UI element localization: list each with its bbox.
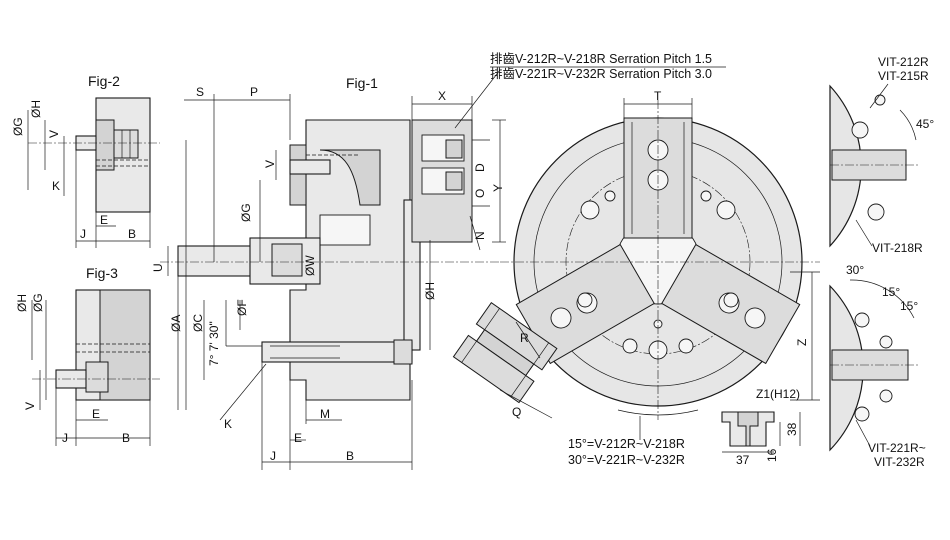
jaw-detail-lower [452,334,535,404]
svg-text:37: 37 [736,453,750,467]
svg-text:Q: Q [512,405,521,419]
svg-text:45°: 45° [916,117,934,131]
angle-note-1: 15°=V-212R~V-218R [568,437,685,451]
svg-text:ØC: ØC [191,314,205,332]
fig-3: Fig-3 ØH ØG V E J B [15,265,160,446]
svg-text:D: D [473,163,487,172]
svg-text:B: B [122,431,130,445]
fig-2-bolt [113,129,139,159]
serration-notes: 排齒V-212R~V-218R Serration Pitch 1.5 排齒V-… [490,52,726,81]
svg-text:ØG: ØG [31,293,45,312]
svg-text:V: V [263,160,277,168]
svg-text:N: N [473,231,487,240]
svg-text:7° 7' 30": 7° 7' 30" [207,321,221,366]
svg-text:38: 38 [785,422,799,436]
svg-text:S: S [196,85,204,99]
partial-view-bottom: 30° 15° 15° VIT-221R~ VIT-232R [829,263,926,469]
svg-text:V: V [23,402,37,410]
svg-text:30°: 30° [846,263,864,277]
svg-text:ØA: ØA [169,315,183,332]
svg-text:J: J [270,449,276,463]
fig-1-title: Fig-1 [346,75,378,91]
partial-view-top: 45° VIT-212R VIT-215R VIT-218R [829,55,934,255]
fig-1: Fig-1 [151,69,506,470]
svg-text:ØF: ØF [235,299,249,316]
svg-text:ØG: ØG [11,117,25,136]
svg-text:Y: Y [491,184,505,192]
front-view: T Z 15°=V-212R~V-218R 30°=V-221R~V-232R [500,89,820,467]
svg-text:J: J [62,431,68,445]
t-slot-detail: Z1(H12) 38 16 37 [721,387,801,467]
svg-text:E: E [294,431,302,445]
svg-text:VIT-215R: VIT-215R [878,69,929,83]
svg-text:E: E [92,407,100,421]
fig-2-title: Fig-2 [88,73,120,89]
svg-text:15°: 15° [882,285,900,299]
svg-text:E: E [100,213,108,227]
svg-text:K: K [52,179,60,193]
serration-note-2: 排齒V-221R~V-232R Serration Pitch 3.0 [490,67,712,81]
svg-text:J: J [80,227,86,241]
svg-text:VIT-212R: VIT-212R [878,55,929,69]
svg-text:ØH: ØH [29,100,43,118]
svg-text:VIT-232R: VIT-232R [874,455,925,469]
svg-text:VIT-218R: VIT-218R [872,241,923,255]
fig-1-piston [319,214,371,246]
fig-2-flange [95,119,115,171]
fig-3-title: Fig-3 [86,265,118,281]
svg-text:15°: 15° [900,299,918,313]
svg-text:U: U [151,263,165,272]
svg-text:Z1(H12): Z1(H12) [756,387,800,401]
svg-text:P: P [250,85,258,99]
fig-1-cavity [319,149,381,206]
fig-1-back-plate [289,144,307,206]
svg-text:ØH: ØH [15,294,29,312]
svg-text:VIT-221R~: VIT-221R~ [868,441,926,455]
fig-3-bolt [85,361,109,393]
svg-text:K: K [224,417,232,431]
svg-text:T: T [654,89,662,103]
fig-1-draw-tube [177,245,253,277]
svg-text:O: O [473,189,487,198]
svg-text:R: R [520,331,529,345]
svg-text:ØG: ØG [239,203,253,222]
svg-text:M: M [320,407,330,421]
svg-text:X: X [438,89,446,103]
fig-1-mount-bolt [261,341,413,363]
svg-text:Z: Z [795,339,809,346]
svg-text:B: B [346,449,354,463]
svg-text:V: V [47,130,61,138]
serration-note-1: 排齒V-212R~V-218R Serration Pitch 1.5 [490,52,712,66]
svg-text:16: 16 [765,448,779,462]
fig-2: Fig-2 ØG ØH V K E J B [11,73,160,248]
svg-text:ØH: ØH [423,282,437,300]
svg-text:ØW: ØW [303,255,317,276]
jaw-detail: R Q [452,301,558,419]
svg-text:B: B [128,227,136,241]
angle-note-2: 30°=V-221R~V-232R [568,453,685,467]
